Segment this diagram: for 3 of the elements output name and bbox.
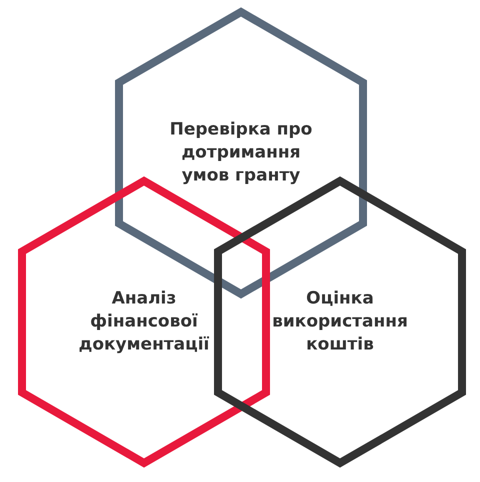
hexagon-label: Аналіз фінансової документації	[78, 288, 210, 356]
hexagon-label: Перевірка про дотримання умов гранту	[168, 118, 314, 188]
hexagon-label: Оцінка використання коштів	[271, 288, 409, 356]
